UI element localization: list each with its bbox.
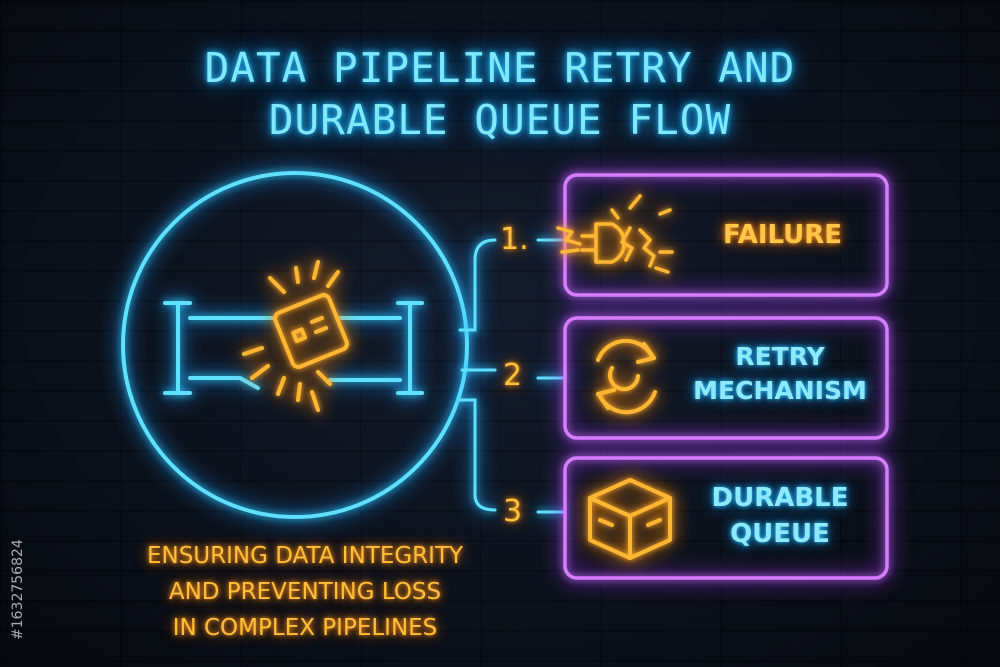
caption-line-3: IN COMPLEX PIPELINES: [172, 615, 438, 641]
step-box-retry: [563, 316, 889, 440]
caption-line-2: AND PREVENTING LOSS: [168, 579, 442, 605]
step-3-label-line-1: DURABLE: [711, 483, 849, 513]
step-1-label-line-1: FAILURE: [722, 220, 843, 250]
step-2-label-line-2: MECHANISM: [693, 376, 867, 405]
caption-line-1: ENSURING DATA INTEGRITY: [146, 543, 464, 569]
title-line-1: DATA PIPELINE RETRY AND: [204, 44, 796, 92]
title-line-2: DURABLE QUEUE FLOW: [268, 96, 732, 144]
step-2-label: RETRY MECHANISM: [685, 340, 875, 408]
stock-image-id: #1632756824: [10, 539, 26, 640]
step-connectors: [458, 238, 565, 514]
step-box-failure: [563, 173, 889, 297]
step-3-number: 3: [503, 494, 523, 529]
step-box-queue: [563, 456, 889, 580]
step-3-label-line-2: QUEUE: [730, 519, 830, 549]
data-packet-icon: [242, 260, 349, 412]
diagram-caption: ENSURING DATA INTEGRITY AND PREVENTING L…: [95, 538, 515, 646]
step-2-label-line-1: RETRY: [735, 342, 825, 371]
retry-arrows-icon: [596, 338, 657, 415]
step-3-label: DURABLE QUEUE: [685, 480, 875, 552]
step-1-label: FAILURE: [690, 220, 875, 250]
broken-pipe-icon: [163, 301, 424, 395]
box-icon: [588, 478, 672, 560]
broken-plug-icon: [556, 194, 674, 274]
step-2-number: 2: [503, 358, 523, 393]
pipeline-circle: [121, 171, 469, 519]
step-1-number: 1.: [500, 222, 529, 257]
diagram-title: DATA PIPELINE RETRY AND DURABLE QUEUE FL…: [0, 42, 1000, 146]
